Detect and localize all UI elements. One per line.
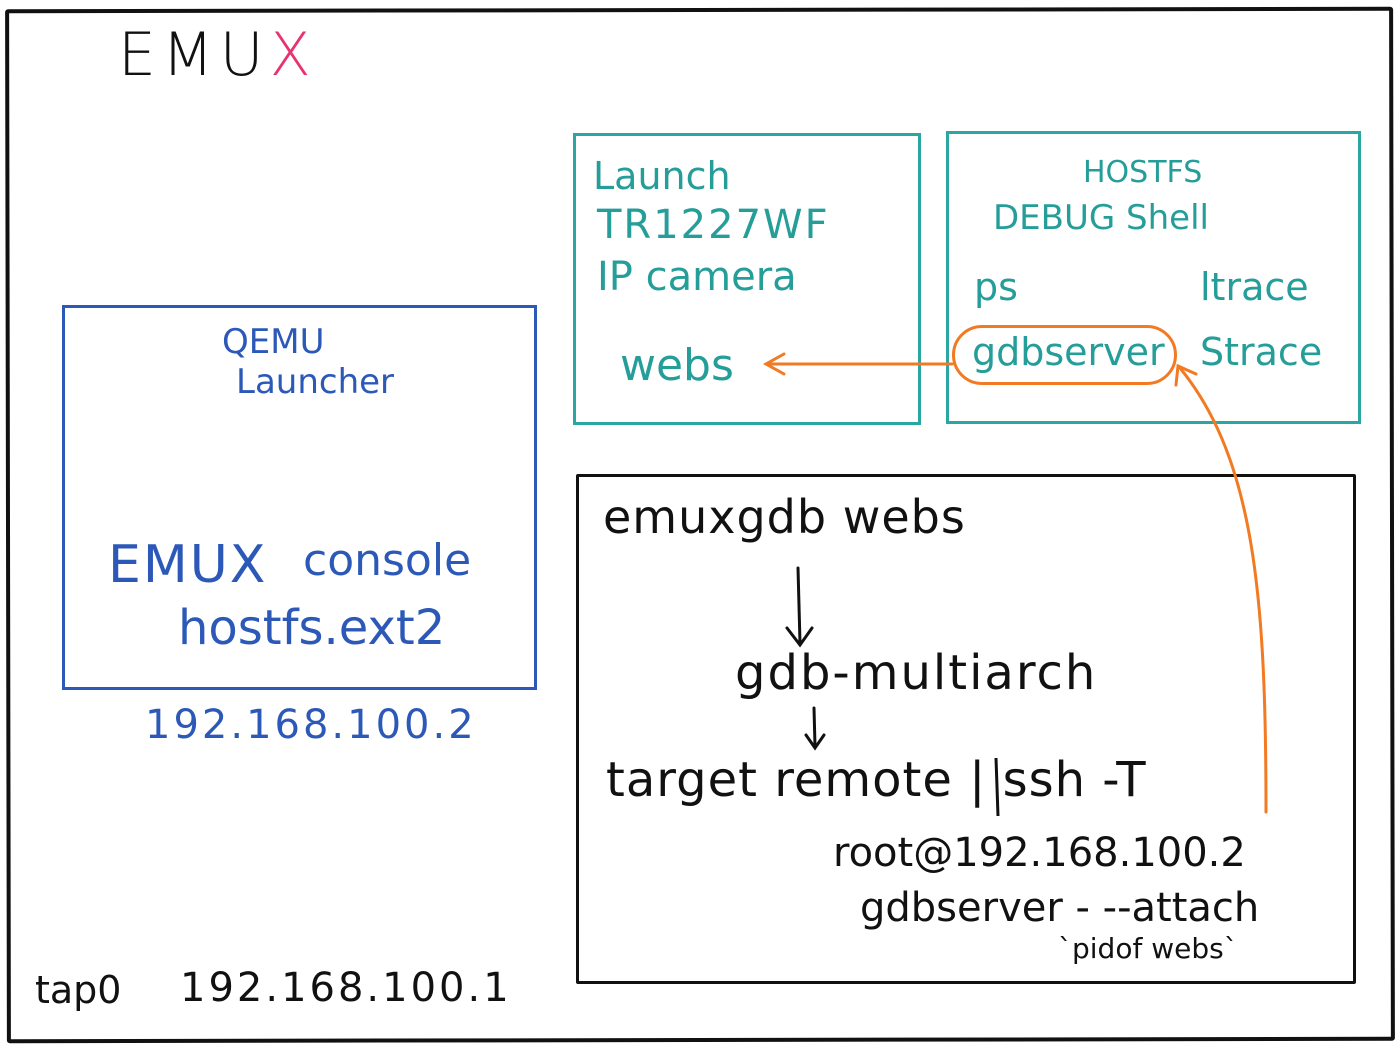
- down-arrow-2: [804, 706, 826, 751]
- diagram-title: EMUX: [118, 20, 317, 90]
- tap-ip: 192.168.100.1: [180, 965, 512, 1011]
- hostfs-image-label: hostfs.ext2: [178, 600, 446, 656]
- gdbserver-attach-cmd: gdbserver - --attach: [860, 885, 1260, 931]
- emux-console-label: EMUX: [108, 535, 268, 595]
- hostfs-debug-box: [946, 131, 1361, 424]
- webs-process: webs: [620, 340, 734, 391]
- hostfs-heading-line1: HOSTFS: [1083, 155, 1203, 190]
- gdb-multiarch-step: gdb-multiarch: [735, 645, 1098, 701]
- pipe-separator: [994, 757, 1000, 817]
- launch-line3: IP camera: [597, 254, 797, 300]
- qemu-heading-line1: QEMU: [222, 322, 325, 362]
- emuxgdb-command: emuxgdb webs: [603, 490, 966, 544]
- gdbserver-highlight: [952, 325, 1177, 385]
- tool-ps: ps: [974, 265, 1018, 309]
- qemu-launcher-box: [62, 305, 537, 690]
- qemu-ip: 192.168.100.2: [145, 702, 477, 748]
- launch-line1: Launch: [593, 154, 731, 198]
- launch-box: [573, 133, 921, 425]
- title-accent: X: [269, 20, 317, 90]
- pidof-webs: `pidof webs`: [1058, 932, 1238, 965]
- target-remote-step: target remote | ssh -T: [606, 752, 1147, 808]
- tool-ltrace: ltrace: [1200, 265, 1309, 309]
- launch-line2: TR1227WF: [597, 202, 830, 248]
- tool-gdbserver: gdbserver: [972, 330, 1165, 374]
- tool-strace: Strace: [1200, 330, 1323, 374]
- qemu-heading-line2: Launcher: [236, 362, 395, 402]
- down-arrow-1: [785, 566, 814, 648]
- ssh-target-host: root@192.168.100.2: [833, 830, 1246, 876]
- tap-interface-label: tap0: [35, 968, 122, 1012]
- hostfs-heading-line2: DEBUG Shell: [993, 198, 1209, 238]
- console-label: console: [303, 535, 472, 586]
- attach-arrow: [762, 352, 954, 376]
- title-main: EMU: [118, 20, 270, 90]
- gdb-flow-box: [576, 474, 1356, 984]
- ssh-launch-arrow: [1174, 363, 1268, 814]
